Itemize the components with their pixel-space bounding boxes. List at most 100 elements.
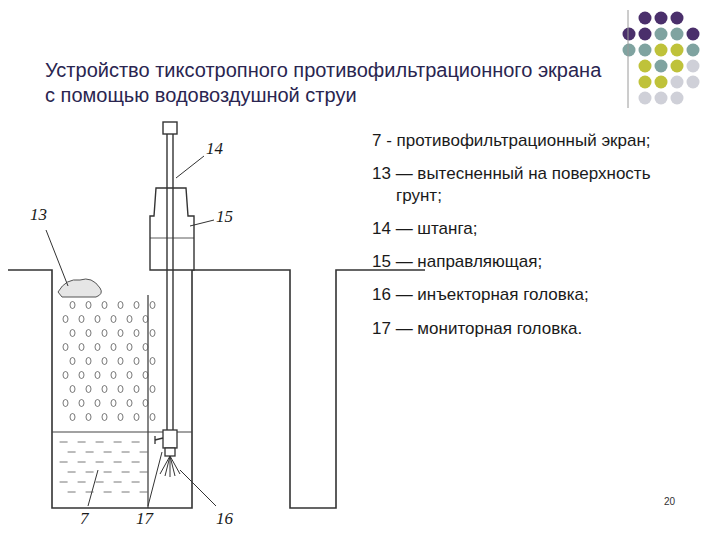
fill-grain: [118, 302, 123, 309]
water-dash: [140, 492, 148, 493]
ground-and-trenches: [8, 270, 425, 508]
water-dash: [78, 442, 86, 443]
fill-grain: [79, 372, 84, 379]
fill-grain: [79, 316, 84, 323]
callout-number: 17: [136, 510, 153, 527]
fill-grain: [70, 386, 75, 393]
fill-grain: [86, 302, 91, 309]
fill-grain: [127, 400, 132, 407]
slide-title: Устройство тиксотропного противофильтрац…: [45, 58, 605, 108]
water-dash: [68, 472, 76, 473]
callout-number: 7: [80, 510, 89, 527]
decor-dots: [623, 12, 700, 105]
decor-dot: [671, 76, 684, 89]
fill-grain: [143, 344, 148, 351]
fill-grain: [70, 302, 75, 309]
water-dash: [132, 482, 140, 483]
water-dash: [60, 482, 68, 483]
fill-grain: [79, 344, 84, 351]
decor-dot: [687, 28, 700, 41]
fill-grain: [134, 386, 139, 393]
key-item: 15 — направляющая;: [372, 251, 682, 273]
fill-grain: [95, 344, 100, 351]
water-dash: [104, 472, 112, 473]
fill-grain: [118, 386, 123, 393]
decor-dot: [671, 12, 684, 25]
fill-grain: [127, 316, 132, 323]
fill-grain: [111, 372, 116, 379]
decor-dot: [623, 44, 636, 57]
water-dash: [78, 482, 86, 483]
water-dash: [78, 462, 86, 463]
decor-dot: [655, 28, 668, 41]
water-dash: [122, 492, 130, 493]
decor-rule: [628, 10, 629, 108]
water-dash: [104, 452, 112, 453]
fill-grain: [127, 372, 132, 379]
fill-grain: [63, 316, 68, 323]
rod: [163, 122, 177, 430]
callout-number: 15: [216, 208, 233, 225]
fill-grain: [63, 344, 68, 351]
fill-grain: [111, 400, 116, 407]
fill-grain: [118, 414, 123, 421]
callout-number: 13: [30, 206, 47, 223]
fill-grain: [79, 400, 84, 407]
decor-dot: [687, 76, 700, 89]
water-dash: [96, 442, 104, 443]
fill-grain: [134, 330, 139, 337]
fill-grain: [150, 358, 155, 365]
water-dash: [68, 452, 76, 453]
water-dash: [114, 482, 122, 483]
fill-grain: [102, 330, 107, 337]
screen-fill: [60, 302, 155, 493]
water-dash: [104, 492, 112, 493]
fill-grain: [143, 316, 148, 323]
jet-spray: [160, 456, 180, 477]
fill-grain: [63, 400, 68, 407]
key-item: 14 — штанга;: [372, 218, 682, 240]
decor-dot: [671, 92, 684, 105]
decor-dot: [623, 28, 636, 41]
key-item: 17 — мониторная головка.: [372, 318, 682, 340]
decor-dot: [639, 92, 652, 105]
fill-grain: [102, 386, 107, 393]
decor-dot: [655, 76, 668, 89]
fill-grain: [150, 386, 155, 393]
fill-grain: [150, 330, 155, 337]
water-dash: [114, 442, 122, 443]
decor-dot: [671, 28, 684, 41]
fill-grain: [150, 302, 155, 309]
key-item: 16 — инъекторная головка;: [372, 284, 682, 306]
decor-dot: [655, 60, 668, 73]
decor-dot: [639, 76, 652, 89]
water-dash: [86, 472, 94, 473]
fill-grain: [70, 358, 75, 365]
water-dash: [132, 442, 140, 443]
callout-number: 16: [216, 510, 233, 527]
decor-dot: [671, 44, 684, 57]
key-item: 7 - противофильтрационный экран;: [372, 130, 682, 152]
fill-grain: [134, 302, 139, 309]
decor-dot: [639, 28, 652, 41]
decor-dot: [655, 12, 668, 25]
fill-grain: [86, 414, 91, 421]
water-dash: [96, 462, 104, 463]
water-dash: [60, 442, 68, 443]
fill-grain: [86, 358, 91, 365]
water-dash: [86, 452, 94, 453]
decor-dot: [639, 60, 652, 73]
guide: [150, 188, 194, 270]
monitor-head: [155, 430, 177, 456]
fill-grain: [70, 330, 75, 337]
fill-grain: [118, 358, 123, 365]
fill-grain: [111, 316, 116, 323]
leader-lines: [46, 156, 216, 506]
water-dash: [140, 452, 148, 453]
fill-grain: [70, 414, 75, 421]
water-dash: [140, 472, 148, 473]
fill-grain: [111, 344, 116, 351]
water-dash: [122, 452, 130, 453]
page-number: 20: [664, 496, 675, 507]
key-item: 13 — вытесненный на поверхность грунт;: [372, 163, 682, 207]
